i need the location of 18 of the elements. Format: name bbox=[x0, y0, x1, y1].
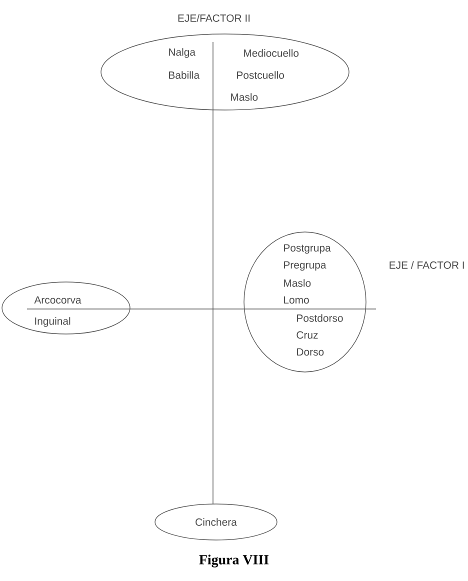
item-label: Maslo bbox=[231, 93, 258, 101]
axis-title: EJE / FACTOR I bbox=[390, 261, 464, 269]
item-label: Mediocuello bbox=[244, 49, 299, 57]
item-label: Cruz bbox=[296, 331, 318, 339]
item-label: Maslo bbox=[284, 279, 311, 287]
item-label: Postdorso bbox=[297, 314, 343, 322]
item-label: Dorso bbox=[297, 348, 324, 356]
item-label: Arcocorva bbox=[34, 296, 82, 304]
item-label: Babilla bbox=[169, 71, 200, 79]
item-label: Postcuello bbox=[237, 71, 284, 79]
axis-title: EJE/FACTOR II bbox=[178, 14, 250, 22]
figure-caption: Figura VIII bbox=[199, 554, 269, 568]
item-label: Pregrupa bbox=[284, 261, 326, 271]
item-label: Nalga bbox=[169, 48, 196, 58]
item-label: Lomo bbox=[284, 296, 309, 304]
item-label: Postgrupa bbox=[284, 244, 331, 254]
item-label: Cinchera bbox=[196, 518, 237, 526]
item-label: Inguinal bbox=[35, 317, 70, 327]
